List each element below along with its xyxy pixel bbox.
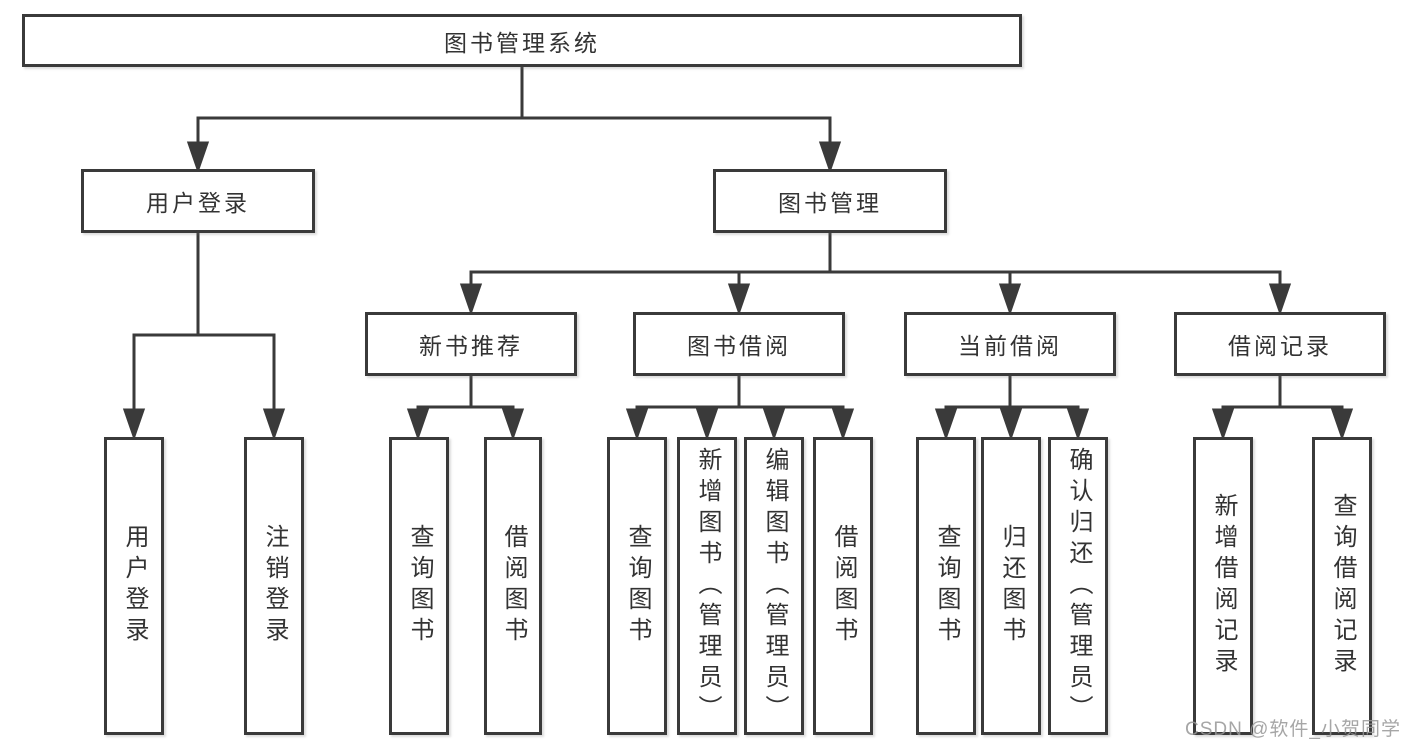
node-new-book-rec-label: 新书推荐 — [419, 333, 523, 359]
leaf-borrow-edit-book: 编辑图书（管理员） — [744, 437, 804, 735]
leaf-current-confirm-return-label: 确认归还（管理员） — [1065, 446, 1092, 726]
connector-borrow-records-to-leaves — [1211, 374, 1354, 441]
connector-book-mgmt-to-level3 — [459, 231, 1292, 316]
node-current-borrow-label: 当前借阅 — [958, 333, 1062, 359]
leaf-borrow-add-book: 新增图书（管理员） — [677, 437, 737, 735]
leaf-current-return-book: 归还图书 — [981, 437, 1041, 735]
leaf-logout: 注销登录 — [244, 437, 304, 735]
csdn-watermark: CSDN @软件_小贺同学 — [1185, 719, 1401, 740]
leaf-borrow-borrow-book-label: 借阅图书 — [830, 524, 857, 648]
node-current-borrow: 当前借阅 — [904, 312, 1116, 376]
leaf-borrow-query-book-label: 查询图书 — [624, 524, 651, 648]
leaf-borrow-borrow-book: 借阅图书 — [813, 437, 873, 735]
node-borrow-records-label: 借阅记录 — [1228, 333, 1332, 359]
leaf-current-query-book: 查询图书 — [916, 437, 976, 735]
node-book-mgmt-label: 图书管理 — [778, 190, 882, 216]
leaf-borrow-add-book-label: 新增图书（管理员） — [694, 446, 721, 726]
node-new-book-rec: 新书推荐 — [365, 312, 577, 376]
node-root-label: 图书管理系统 — [444, 29, 600, 56]
connector-current-borrow-to-leaves — [934, 374, 1090, 441]
leaf-newbook-borrow-book-label: 借阅图书 — [500, 524, 527, 648]
leaf-user-login: 用户登录 — [104, 437, 164, 735]
leaf-user-login-label: 用户登录 — [121, 524, 148, 648]
leaf-current-query-book-label: 查询图书 — [933, 524, 960, 648]
connector-user-login-to-leaves — [122, 231, 286, 441]
node-user-login-label: 用户登录 — [146, 190, 250, 216]
leaf-records-query-record-label: 查询借阅记录 — [1329, 493, 1356, 679]
node-book-borrow-label: 图书借阅 — [687, 333, 791, 359]
node-borrow-records: 借阅记录 — [1174, 312, 1386, 376]
leaf-borrow-edit-book-label: 编辑图书（管理员） — [761, 446, 788, 726]
node-book-borrow: 图书借阅 — [633, 312, 845, 376]
connector-book-borrow-to-leaves — [625, 374, 855, 441]
leaf-current-return-book-label: 归还图书 — [998, 524, 1025, 648]
leaf-newbook-query-book: 查询图书 — [389, 437, 449, 735]
connector-root-to-level2 — [186, 65, 842, 174]
leaf-records-query-record: 查询借阅记录 — [1312, 437, 1372, 735]
leaf-newbook-query-book-label: 查询图书 — [406, 524, 433, 648]
leaf-current-confirm-return: 确认归还（管理员） — [1048, 437, 1108, 735]
leaf-records-add-record-label: 新增借阅记录 — [1210, 493, 1237, 679]
node-user-login: 用户登录 — [81, 169, 315, 233]
leaf-newbook-borrow-book: 借阅图书 — [484, 437, 542, 735]
connector-new-book-rec-to-leaves — [406, 374, 525, 441]
leaf-logout-label: 注销登录 — [261, 524, 288, 648]
node-book-mgmt: 图书管理 — [713, 169, 947, 233]
leaf-borrow-query-book: 查询图书 — [607, 437, 667, 735]
node-root: 图书管理系统 — [22, 14, 1022, 67]
leaf-records-add-record: 新增借阅记录 — [1193, 437, 1253, 735]
